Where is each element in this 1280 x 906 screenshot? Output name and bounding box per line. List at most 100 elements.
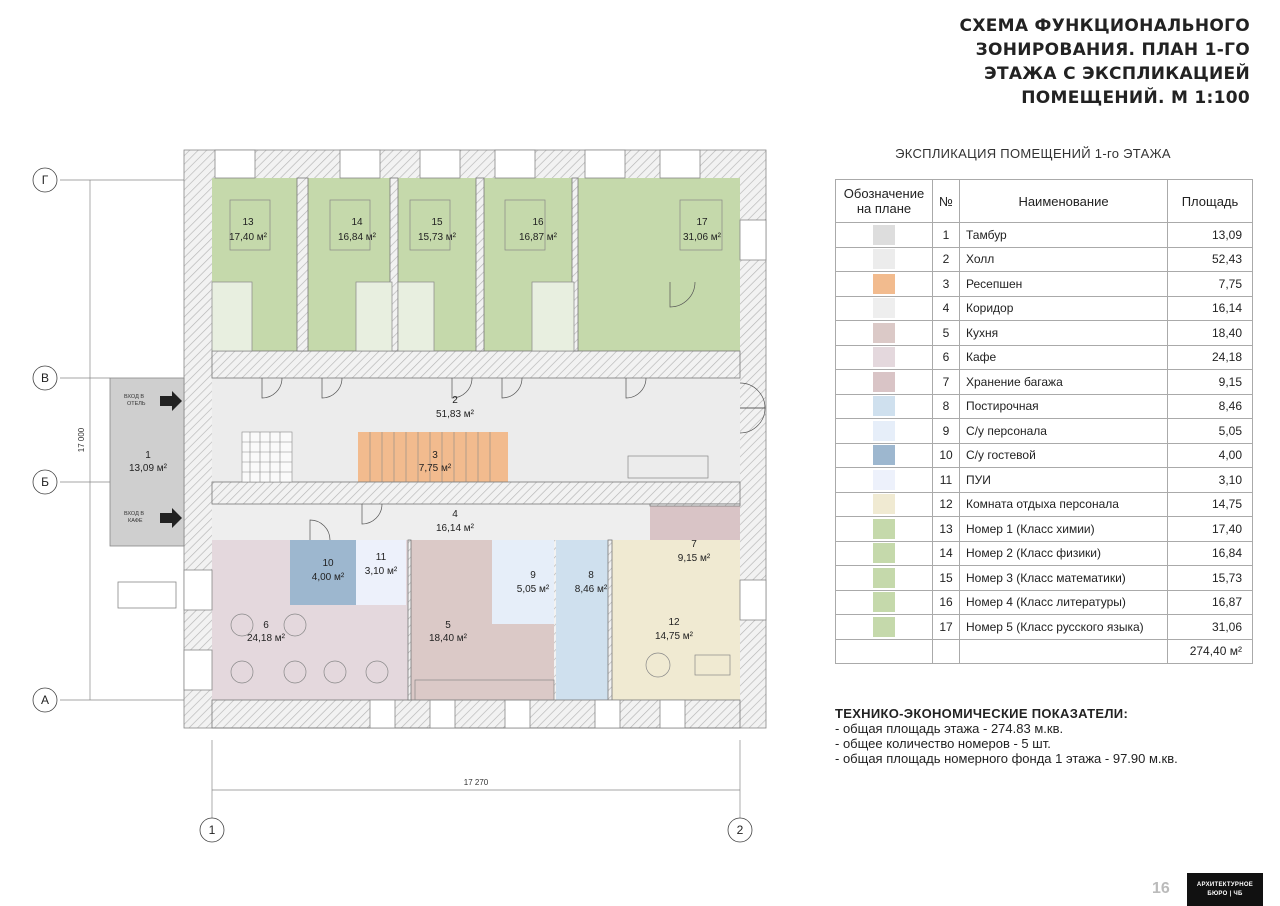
technical-indicator-line: - общая площадь номерного фонда 1 этажа … <box>835 751 1178 766</box>
row-number: 17 <box>932 614 960 640</box>
row-name: С/у гостевой <box>959 442 1168 468</box>
room-15-number: 15 <box>431 217 443 228</box>
row-number: 14 <box>932 540 960 566</box>
page-title-line-3: ЭТАЖА С ЭКСПЛИКАЦИЕЙ <box>984 64 1250 84</box>
row-number: 3 <box>932 271 960 297</box>
row-number: 5 <box>932 320 960 346</box>
row-name: Ресепшен <box>959 271 1168 297</box>
room-16-number: 16 <box>532 217 544 228</box>
color-swatch <box>873 567 895 588</box>
room-17-fill <box>578 178 740 351</box>
room-10-fill <box>290 540 356 605</box>
explication-total: 274,40 м² <box>1167 638 1253 664</box>
room-12-area: 14,75 м² <box>655 631 694 642</box>
row-area: 15,73 <box>1167 565 1253 591</box>
axis-bubble-b <box>32 469 58 495</box>
color-swatch <box>873 469 895 490</box>
dimension-vertical: 17 000 <box>77 427 86 452</box>
room-2-area: 51,83 м² <box>436 409 475 420</box>
header-designation: Обозначение на плане <box>835 179 933 223</box>
row-name: Номер 4 (Класс литературы) <box>959 589 1168 615</box>
row-name: Номер 5 (Класс русского языка) <box>959 614 1168 640</box>
room-14-number: 14 <box>351 217 363 228</box>
color-swatch <box>873 298 895 319</box>
page-number: 16 <box>1152 880 1170 897</box>
entrance-arrows <box>160 391 182 528</box>
row-area: 7,75 <box>1167 271 1253 297</box>
color-swatch <box>873 273 895 294</box>
bureau-logo: АРХИТЕКТУРНОЕ БЮРО | ЧБ <box>1187 873 1263 906</box>
color-swatch <box>873 396 895 417</box>
doors <box>261 281 766 541</box>
row-area: 3,10 <box>1167 467 1253 493</box>
color-swatch <box>873 249 895 270</box>
row-area: 17,40 <box>1167 516 1253 542</box>
room-7-area: 9,15 м² <box>678 553 711 564</box>
row-name: Постирочная <box>959 393 1168 419</box>
axis-bubbles <box>32 167 753 843</box>
row-number: 15 <box>932 565 960 591</box>
axis-bubble-g <box>32 167 58 193</box>
explication-total-row: 274,40 м² <box>835 638 1253 664</box>
bureau-logo-line-2: БЮРО | ЧБ <box>1207 891 1243 897</box>
row-name: С/у персонала <box>959 418 1168 444</box>
row-area: 18,40 <box>1167 320 1253 346</box>
room-17-area: 31,06 м² <box>683 232 722 243</box>
room-10-area: 4,00 м² <box>312 572 345 583</box>
row-name: Комната отдыха персонала <box>959 491 1168 517</box>
room-8-fill <box>556 540 608 700</box>
axis-bubble-v <box>32 365 58 391</box>
room-9-number: 9 <box>530 570 536 581</box>
explication-header-row: Обозначение на плане № Наименование Площ… <box>835 179 1253 223</box>
room-11-number: 11 <box>376 552 387 563</box>
color-swatch <box>873 322 895 343</box>
windows <box>183 149 767 729</box>
entrance-hotel-label-1: ВХОД В <box>124 394 144 400</box>
axis-bubble-a <box>32 687 58 713</box>
color-swatch <box>873 347 895 368</box>
room-labels: 13 17,40 м² 14 16,84 м² 15 15,73 м² 16 1… <box>129 217 722 644</box>
technical-indicator-line: - общее количество номеров - 5 шт. <box>835 736 1051 751</box>
axis-lines <box>60 179 741 818</box>
room-10-number: 10 <box>322 558 334 569</box>
technical-indicators: ТЕХНИКО-ЭКОНОМИЧЕСКИЕ ПОКАЗАТЕЛИ: - обща… <box>835 706 1178 766</box>
explication-title: ЭКСПЛИКАЦИЯ ПОМЕЩЕНИЙ 1-го ЭТАЖА <box>895 146 1171 161</box>
row-number: 13 <box>932 516 960 542</box>
color-swatch <box>873 518 895 539</box>
room-14-area: 16,84 м² <box>338 232 377 243</box>
axis-label-g: Г <box>42 173 49 187</box>
color-swatch <box>873 592 895 613</box>
room-6-number: 6 <box>263 620 269 631</box>
axis-label-b: Б <box>41 475 49 489</box>
room-6-area: 24,18 м² <box>247 633 286 644</box>
row-name: Хранение багажа <box>959 369 1168 395</box>
row-number: 9 <box>932 418 960 444</box>
row-number: 1 <box>932 222 960 248</box>
row-number: 6 <box>932 344 960 370</box>
row-name: ПУИ <box>959 467 1168 493</box>
room-5-area: 18,40 м² <box>429 633 468 644</box>
bureau-logo-line-1: АРХИТЕКТУРНОЕ <box>1196 882 1254 888</box>
row-area: 5,05 <box>1167 418 1253 444</box>
entrance-arrow-hotel <box>160 391 182 411</box>
row-area: 14,75 <box>1167 491 1253 517</box>
page-title-line-4: ПОМЕЩЕНИЙ. М 1:100 <box>1021 88 1250 108</box>
internal-walls <box>211 177 741 729</box>
room-13-area: 17,40 м² <box>229 232 268 243</box>
room-8-area: 8,46 м² <box>575 584 608 595</box>
row-name: Номер 3 (Класс математики) <box>959 565 1168 591</box>
room-16-area: 16,87 м² <box>519 232 558 243</box>
row-area: 8,46 <box>1167 393 1253 419</box>
room-8-number: 8 <box>588 570 594 581</box>
entrance-hotel-label-2: ОТЕЛЬ <box>127 401 146 407</box>
